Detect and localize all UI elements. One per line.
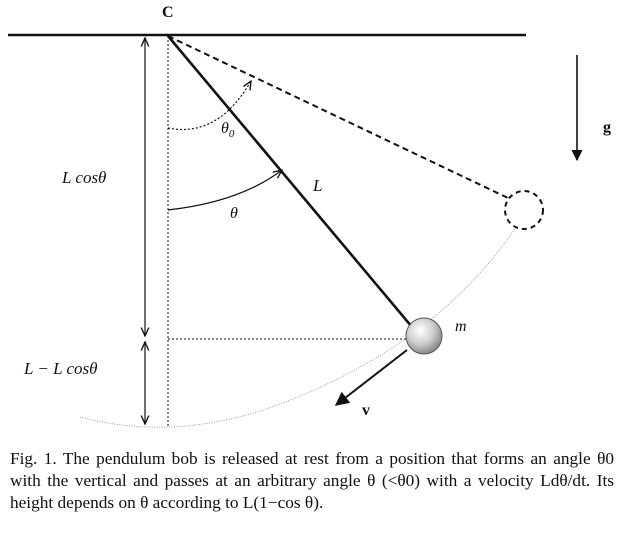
pendulum-diagram: C g θ0 θ L m v L cosθ L − L cosθ — [8, 4, 611, 428]
theta0-label: θ0 — [221, 120, 235, 140]
theta-label: θ — [230, 205, 238, 222]
l-cos-theta-label: L cosθ — [61, 168, 106, 187]
initial-string-line — [167, 35, 509, 199]
theta-angle-arc — [167, 170, 282, 211]
theta0-angle-arc — [167, 81, 251, 131]
pendulum-bob — [405, 317, 443, 355]
velocity-label: v — [362, 402, 370, 419]
initial-bob-outline — [504, 190, 544, 230]
gravity-label: g — [603, 119, 611, 136]
mass-label: m — [455, 318, 467, 335]
pendulum-string — [167, 35, 413, 328]
velocity-arrow — [334, 349, 408, 406]
length-label: L — [312, 176, 322, 195]
pivot-label: C — [162, 4, 174, 21]
l-minus-l-cos-theta-label: L − L cosθ — [23, 359, 98, 378]
figure-caption: Fig. 1. The pendulum bob is released at … — [10, 449, 614, 512]
